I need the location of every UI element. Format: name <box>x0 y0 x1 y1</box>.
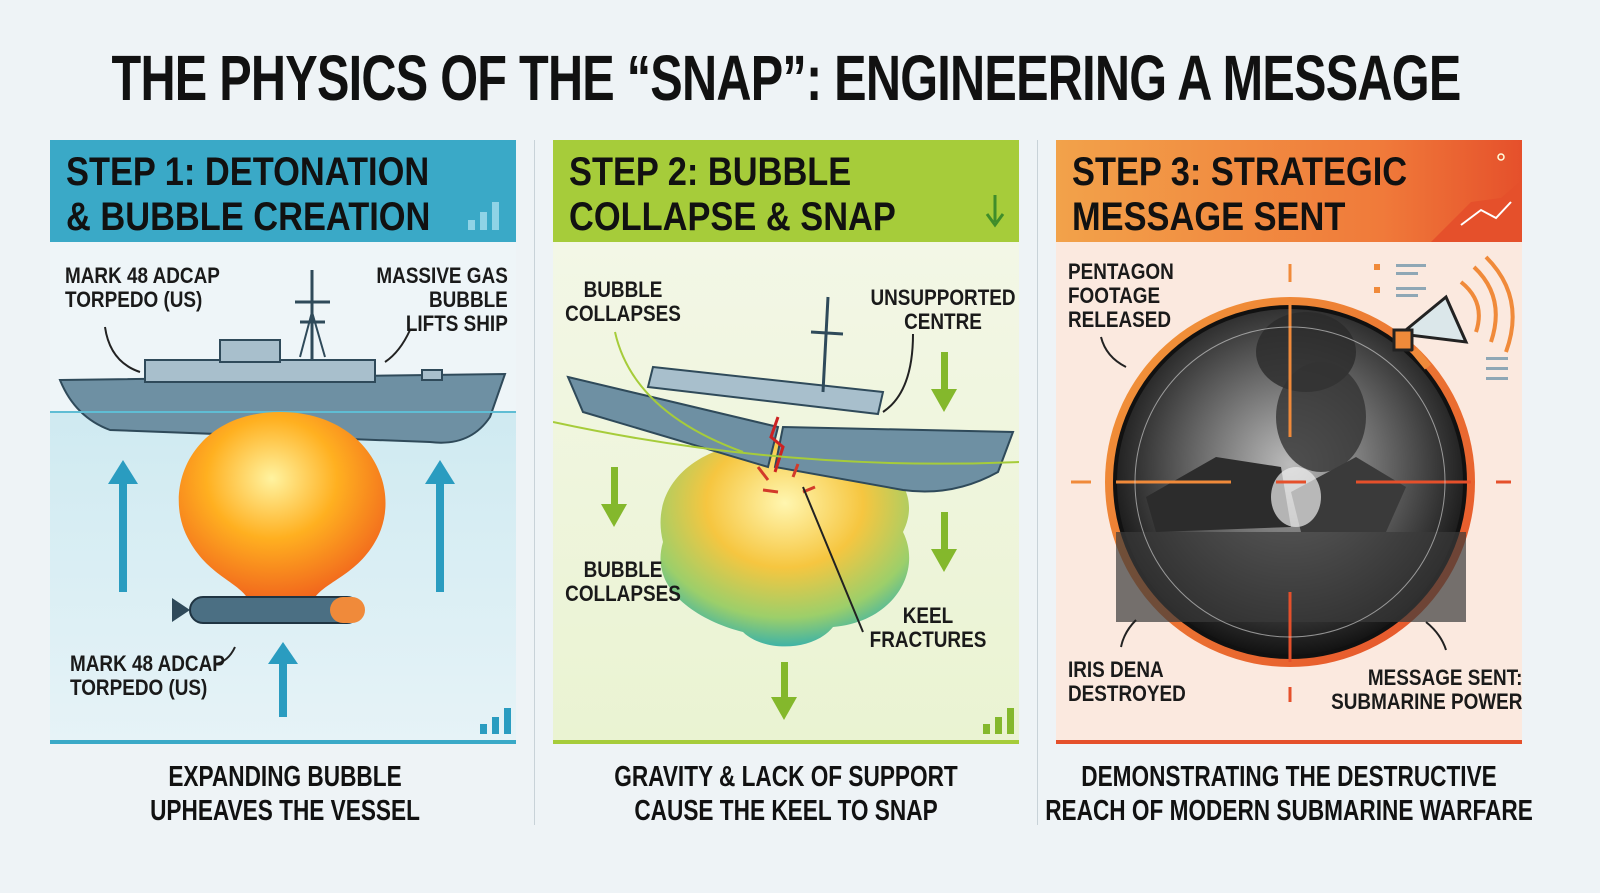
upward-arrow <box>108 460 455 717</box>
divider <box>553 740 1019 744</box>
torpedo <box>172 596 365 624</box>
warship <box>58 270 507 444</box>
divider <box>50 740 516 744</box>
fracture-lines <box>756 463 816 494</box>
bar-chart-icon <box>983 708 1014 734</box>
divider <box>1037 140 1038 825</box>
divider <box>534 140 535 825</box>
down-arrow <box>601 352 957 720</box>
step-1-heading: STEP 1: DETONATION& BUBBLE CREATION <box>66 150 431 239</box>
step-1-panel: STEP 1: DETONATION& BUBBLE CREATION MARK… <box>50 140 516 745</box>
bar-chart-icon <box>480 708 511 734</box>
down-arrow-icon <box>985 195 1005 228</box>
divider <box>1056 740 1522 744</box>
gas-bubble <box>178 412 386 602</box>
trend-line-icon <box>1431 153 1522 242</box>
message-sent-label: MESSAGE SENT:SUBMARINE POWER <box>1330 665 1522 714</box>
page-title: THE PHYSICS OF THE “SNAP”: ENGINEERING A… <box>111 42 1461 114</box>
bar-chart-icon <box>468 202 499 230</box>
megaphone-icon <box>1392 255 1515 370</box>
data-readout-icon <box>1374 264 1508 380</box>
step-1-header: STEP 1: DETONATION& BUBBLE CREATION <box>50 140 516 242</box>
crosshair <box>1071 264 1511 702</box>
